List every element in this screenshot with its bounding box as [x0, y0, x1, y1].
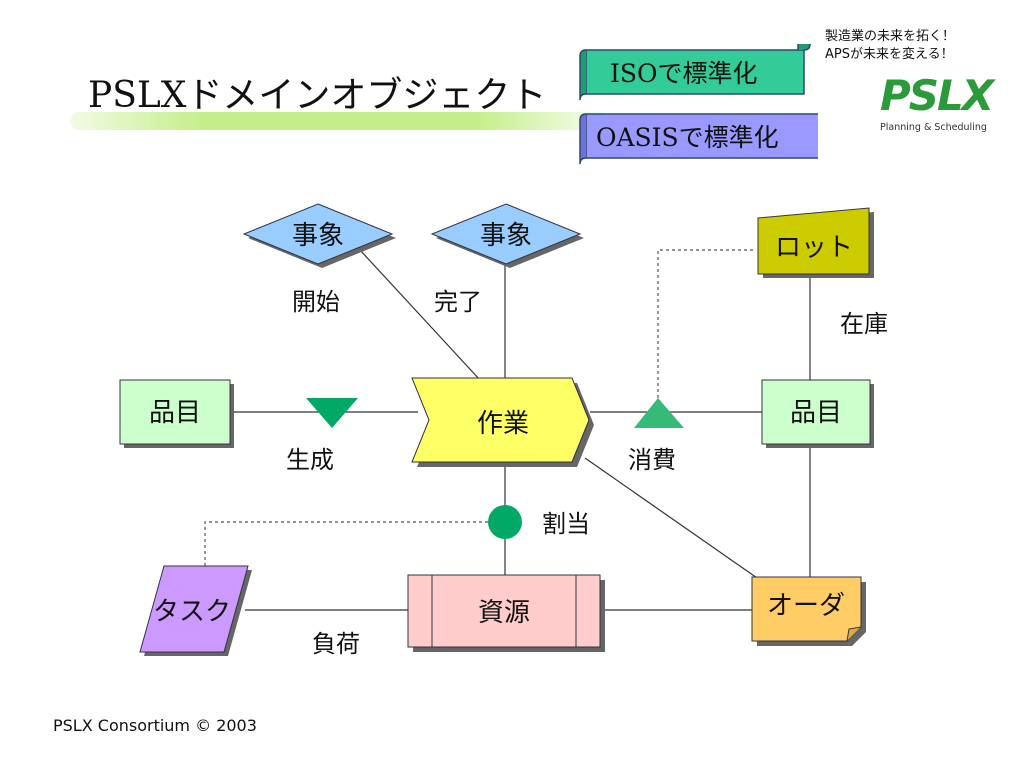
item-right-label: 品目 [790, 398, 842, 428]
tagline-line1: 製造業の未来を拓く！ [825, 29, 956, 44]
logo-subtitle: Planning & Scheduling [880, 122, 987, 133]
item-right-node [761, 379, 874, 448]
edge-label-inventory: 在庫 [840, 310, 888, 338]
title-underline-bar [70, 112, 610, 130]
task-node [139, 565, 252, 656]
edge-label-assign: 割当 [542, 510, 590, 538]
task-label: タスク [153, 597, 231, 627]
consume-marker [634, 398, 684, 428]
event-end-label: 事象 [480, 221, 532, 251]
assign-marker [488, 505, 522, 539]
standard-banners [579, 44, 818, 164]
oasis-banner-label: OASISで標準化 [596, 123, 779, 152]
edge-label-load: 負荷 [312, 630, 360, 658]
resource-node [407, 574, 605, 652]
edge-label-start: 開始 [292, 288, 340, 316]
footer-copyright: PSLX Consortium © 2003 [53, 716, 257, 735]
order-label: オーダ [767, 591, 845, 621]
logo-text: PSLX [880, 71, 996, 120]
iso-banner-label: ISOで標準化 [610, 59, 758, 88]
order-node [751, 576, 866, 646]
iso-banner [579, 44, 811, 101]
item-left-node [119, 379, 234, 448]
page-title: PSLXドメインオブジェクト [88, 75, 547, 116]
lot-label: ロット [775, 233, 853, 263]
oasis-banner [579, 113, 818, 164]
work-node [411, 377, 594, 467]
dashed-connectors [204, 249, 756, 568]
work-label: 作業 [477, 409, 529, 439]
edge-label-complete: 完了 [434, 288, 482, 316]
event-start-node [242, 203, 396, 268]
pslx-logo: PSLX Planning & Scheduling [880, 71, 996, 133]
edge-label-produce: 生成 [286, 446, 334, 474]
edge-label-consume: 消費 [628, 446, 676, 474]
tagline: 製造業の未来を拓く！ APSが未来を変える！ [825, 28, 990, 64]
resource-label: 資源 [478, 598, 530, 628]
produce-marker [306, 398, 358, 428]
tagline-line2: APSが未来を変える！ [825, 47, 954, 62]
event-end-node [430, 203, 584, 268]
item-left-label: 品目 [149, 398, 201, 428]
event-start-label: 事象 [292, 221, 344, 251]
lot-node [757, 207, 874, 278]
